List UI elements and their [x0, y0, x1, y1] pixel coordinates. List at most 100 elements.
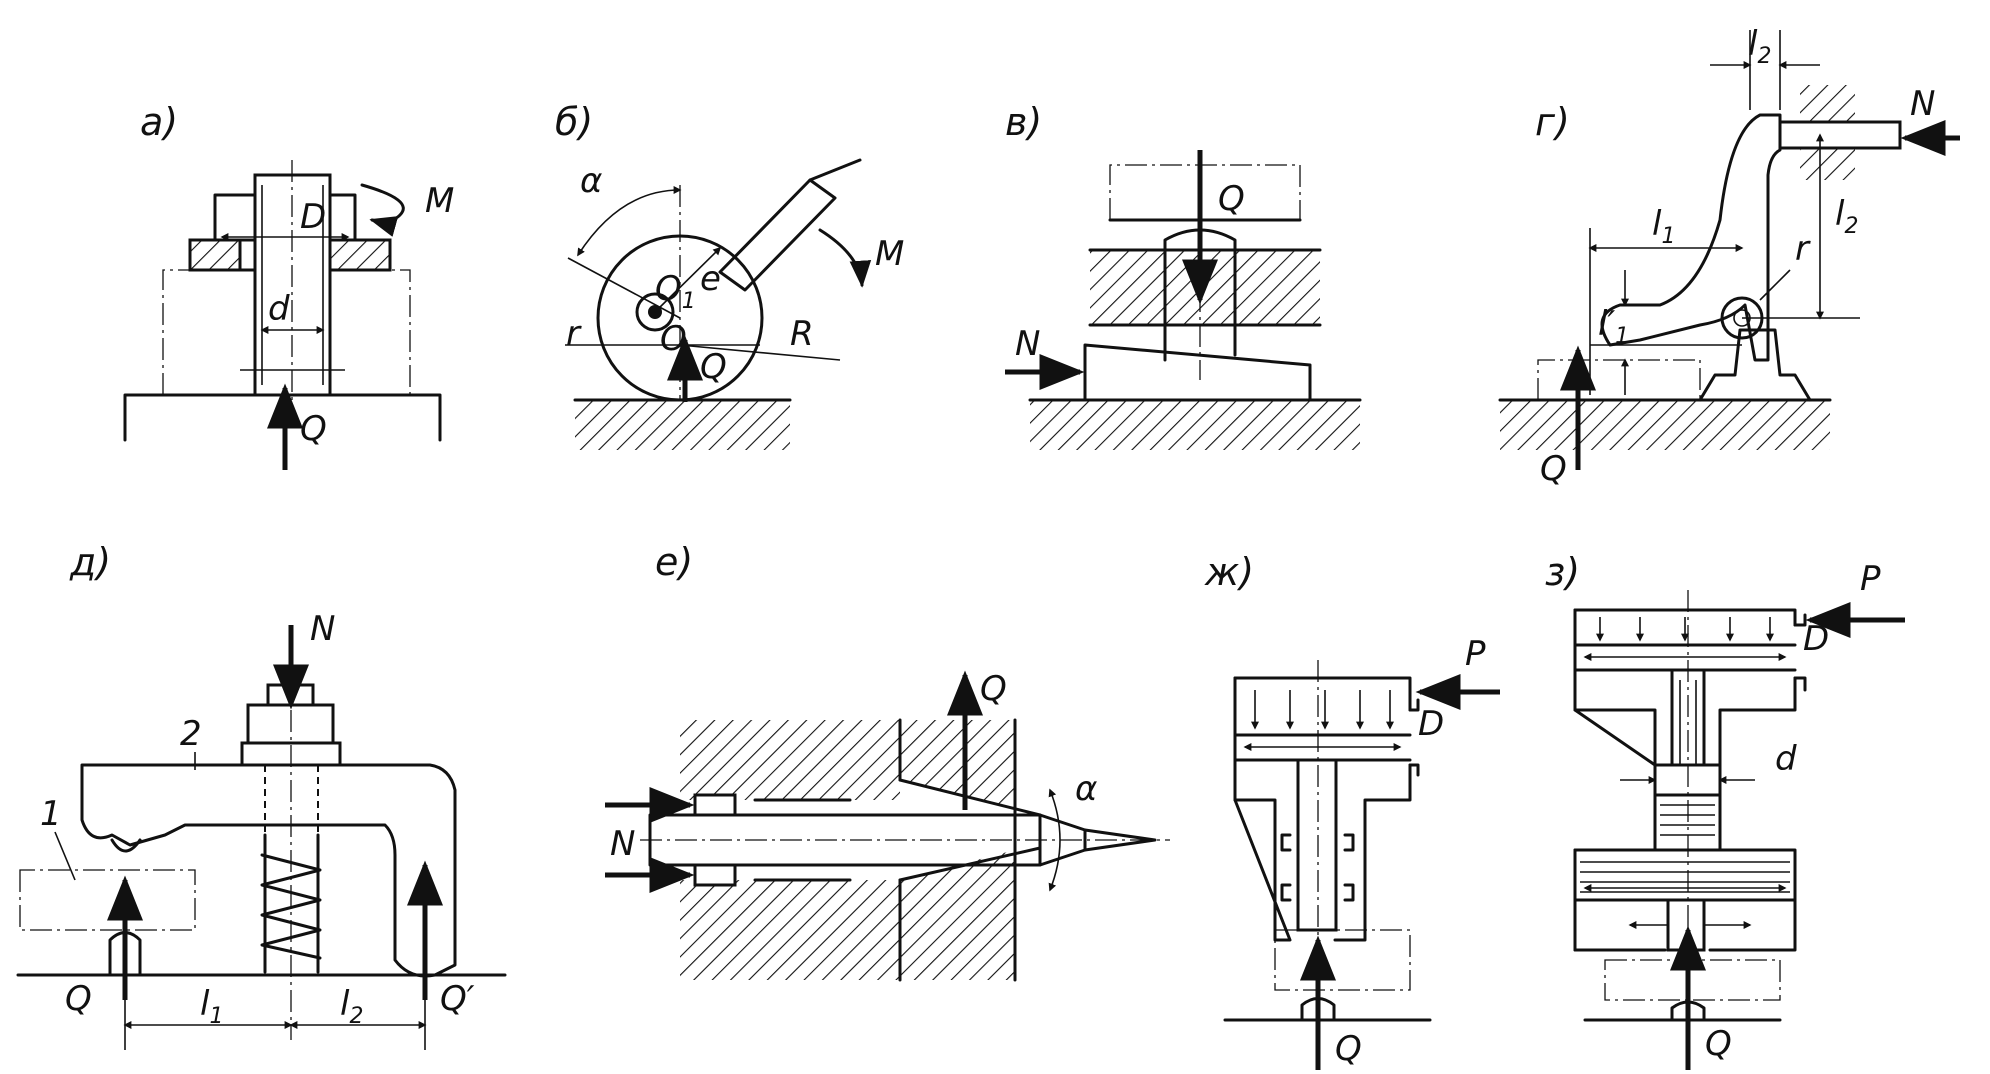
panel-d-l1: l1 [1652, 204, 1675, 249]
panel-e-num2: 2 [180, 714, 202, 754]
panel-c: в) Q N [1005, 100, 1362, 450]
panel-h-upper-cylinder [1573, 608, 1797, 767]
panel-b-Q: Q [700, 347, 727, 387]
panel-b-alpha-arc [577, 186, 682, 257]
panel-e: д) N 2 1 Q Q′ [16, 540, 507, 1050]
panel-a-d: d [268, 289, 290, 329]
panel-c-wedge [1083, 343, 1312, 402]
panel-g-D: D [1418, 704, 1444, 744]
panel-b-label: б) [555, 100, 593, 144]
panel-b-alpha-ray [567, 257, 681, 319]
panel-a-label: а) [140, 100, 178, 144]
panel-d-l1-prime-sub: 1 [1615, 324, 1629, 349]
panel-d-l2-top-sub: 2 [1757, 44, 1771, 69]
panel-d-lever [1600, 113, 1782, 362]
panel-b-O1-sub: 1 [682, 289, 696, 314]
panel-b-M: M [875, 234, 904, 274]
panel-f-alpha: α [1075, 769, 1097, 809]
panel-d-l2-top-main: l [1748, 24, 1758, 64]
panel-c-Q: Q [1218, 179, 1245, 219]
panel-b-r: r [566, 314, 582, 354]
panel-g-label: ж) [1204, 550, 1254, 594]
panel-h-d: d [1775, 739, 1797, 779]
panel-d: г) l2 N l1 l2 r l′1 Q [1498, 24, 1960, 489]
panel-a-moment-arrow [360, 183, 405, 237]
panel-e-l2: l2 [340, 984, 363, 1029]
panel-a-M: M [425, 181, 454, 221]
panel-d-l1-main: l [1652, 204, 1662, 244]
panel-g-cylinder [1233, 676, 1412, 942]
panel-e-Q: Q [65, 979, 92, 1019]
panel-d-l1-sub: 1 [1661, 224, 1675, 249]
panel-d-l1-prime: l′1 [1598, 304, 1629, 349]
panel-h-workpiece [1604, 959, 1781, 1001]
panel-b-O1: O1 [655, 269, 696, 314]
panel-h-small-rod [1670, 668, 1706, 772]
panel-h: з) [1545, 550, 1905, 1070]
panel-f-upper-housing [680, 720, 900, 800]
panel-c-label: в) [1005, 100, 1042, 144]
panel-c-ground [1030, 400, 1360, 450]
panel-d-ground [1500, 400, 1830, 450]
panel-d-l2-right-main: l [1835, 194, 1845, 234]
panel-d-N: N [1910, 84, 1935, 124]
panel-f-N: N [610, 824, 635, 864]
panel-g-rod [1296, 758, 1338, 932]
panel-f-lower-housing [680, 880, 900, 980]
panel-d-label: г) [1535, 100, 1570, 144]
panel-e-l1-sub: 1 [209, 1004, 223, 1029]
panel-e-N: N [310, 609, 335, 649]
panel-f-Q: Q [980, 669, 1007, 709]
panel-f-alpha-arc [1048, 788, 1061, 892]
panel-c-N: N [1015, 324, 1040, 364]
panel-b-ground [575, 400, 790, 450]
panel-b-pivot [635, 292, 675, 332]
panel-d-Q: Q [1540, 449, 1567, 489]
panel-g-workpiece [1274, 929, 1411, 991]
panel-c-guide [1090, 250, 1320, 325]
panel-b-O: O [660, 319, 687, 359]
panel-e-l1: l1 [200, 984, 223, 1029]
panel-d-l1-prime-main: l′ [1598, 304, 1615, 344]
panel-f-label: е) [655, 540, 693, 584]
panel-a-Q: Q [300, 409, 327, 449]
panel-g-Q: Q [1335, 1029, 1362, 1069]
panel-d-pin [1778, 120, 1902, 150]
panel-a-D: D [300, 197, 326, 237]
panel-b-e: e [700, 259, 721, 299]
panel-b-O1-main: O [655, 269, 682, 309]
panel-b-alpha: α [580, 161, 602, 201]
panel-e-l2-main: l [340, 984, 350, 1024]
panel-e-spring [260, 853, 322, 960]
panel-b-R: R [790, 314, 814, 354]
panel-h-P: P [1860, 559, 1881, 599]
panel-e-num1: 1 [40, 794, 62, 834]
panel-e-clamp-bar [80, 763, 457, 978]
panel-g-P: P [1465, 634, 1486, 674]
panel-e-label: д) [69, 540, 111, 584]
panel-e-Q-prime: Q′ [440, 979, 475, 1019]
panel-b: б) α O1 e M r O Q R [555, 100, 904, 450]
panel-b-moment-arrow [818, 228, 872, 288]
panel-d-l2-right: l2 [1835, 194, 1858, 239]
panel-d-l2-top: l2 [1748, 24, 1771, 69]
panel-e-l2-sub: 2 [349, 1004, 363, 1029]
panel-f: е) N Q α [605, 540, 1170, 982]
panel-h-Q: Q [1705, 1024, 1732, 1064]
panel-a-left-block [162, 269, 240, 395]
panel-d-r: r [1795, 229, 1811, 269]
panel-c-workpiece [1109, 164, 1301, 220]
panel-a-right-block [330, 269, 411, 395]
panel-d-support [1698, 328, 1812, 402]
panel-a: а) D d M Q [123, 100, 454, 470]
panel-h-label: з) [1545, 550, 1580, 594]
panel-e-workpiece [19, 869, 196, 931]
panel-b-handle [718, 178, 837, 292]
panel-b-R-line [679, 344, 841, 361]
panel-d-l2-right-sub: 2 [1844, 214, 1858, 239]
panel-f-wedge-rod [648, 813, 1157, 867]
panel-h-D: D [1803, 619, 1829, 659]
panel-g: ж) P D Q [1204, 550, 1500, 1070]
